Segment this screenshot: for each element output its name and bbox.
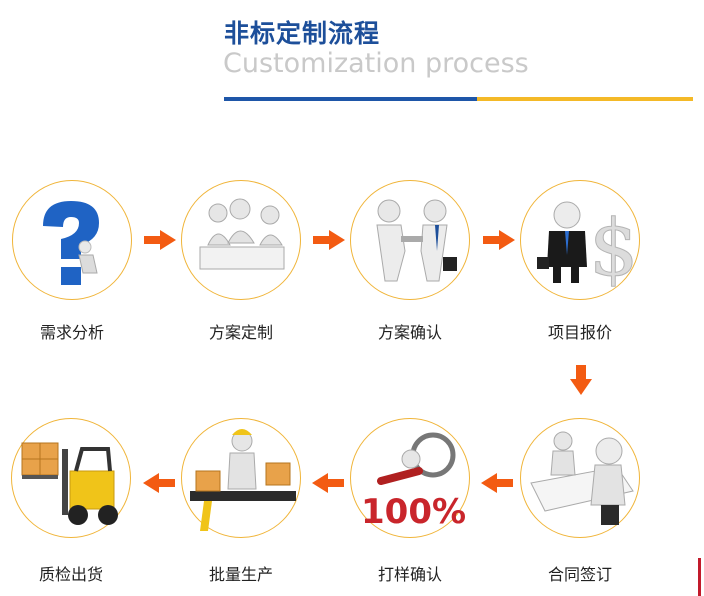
step-label-sample-confirmation: 打样确认: [377, 565, 442, 584]
meeting-figures-icon: [181, 180, 301, 300]
page-title: 非标定制流程: [224, 19, 381, 48]
arrow-left-icon: [312, 473, 344, 493]
title-underline-yellow: [477, 97, 693, 101]
title-underline-blue: [224, 97, 477, 101]
arrow-right-icon: [483, 230, 515, 250]
arrow-right-icon: [144, 230, 176, 250]
step-sample-confirmation: 100%: [350, 418, 470, 538]
handshake-icon: [350, 180, 470, 300]
step-label-inspection-shipping: 质检出货: [38, 565, 103, 584]
step-mass-production: [181, 418, 301, 538]
arrow-left-icon: [143, 473, 175, 493]
forklift-icon: [11, 418, 131, 538]
arrow-down-icon: [570, 365, 592, 395]
conveyor-worker-icon: [181, 418, 301, 538]
step-label-plan-customization: 方案定制: [208, 323, 273, 342]
page-subtitle: Customization process: [223, 48, 529, 79]
step-plan-confirmation: [350, 180, 470, 300]
corner-accent: [698, 558, 701, 596]
step-label-requirement-analysis: 需求分析: [39, 323, 104, 342]
percent-100-text: 100%: [361, 492, 466, 532]
step-inspection-shipping: [11, 418, 131, 538]
magnifier-100-percent-icon: 100%: [350, 418, 470, 538]
step-project-quotation: $: [520, 180, 640, 300]
step-label-project-quotation: 项目报价: [547, 323, 612, 342]
contract-signing-icon: [520, 418, 640, 538]
step-requirement-analysis: [12, 180, 132, 300]
svg-text:$: $: [589, 204, 639, 294]
step-plan-customization: [181, 180, 301, 300]
dollar-businessman-icon: $: [520, 180, 640, 300]
step-contract-signing: [520, 418, 640, 538]
arrow-right-icon: [313, 230, 345, 250]
step-label-mass-production: 批量生产: [208, 565, 273, 584]
step-label-plan-confirmation: 方案确认: [377, 323, 442, 342]
question-mark-figure-icon: [12, 180, 132, 300]
step-label-contract-signing: 合同签订: [547, 565, 612, 584]
arrow-left-icon: [481, 473, 513, 493]
